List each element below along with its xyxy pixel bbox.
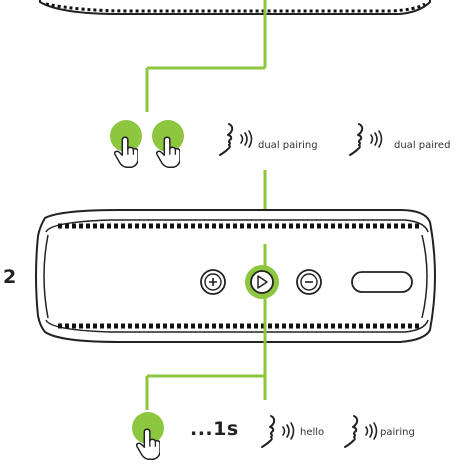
voice-prompt-icon <box>218 122 253 157</box>
press-circle-1 <box>110 120 142 152</box>
press-circle-2 <box>152 120 184 152</box>
usb-port-icon <box>351 271 413 293</box>
volume-plus-button[interactable] <box>200 269 226 295</box>
speaker-side-view <box>35 209 436 343</box>
speaker-top-body <box>39 0 431 15</box>
volume-minus-button[interactable] <box>296 269 322 295</box>
long-press-indicator <box>132 412 164 460</box>
prompt-pairing: pairing <box>380 427 415 438</box>
double-press-indicator <box>110 120 184 168</box>
prompt-dual-pairing: dual pairing <box>258 140 318 151</box>
play-pause-icon <box>257 275 268 289</box>
connector-bottom <box>145 374 265 410</box>
prompt-hello: hello <box>300 427 325 438</box>
step-number: 2 <box>3 266 17 288</box>
voice-prompt-icon <box>260 414 295 449</box>
grille-top-1 <box>45 2 426 13</box>
voice-prompt-icon <box>343 414 378 449</box>
press-circle <box>132 412 164 444</box>
usb-port <box>351 271 413 293</box>
play-pause-button[interactable] <box>245 265 279 299</box>
prompt-dual-paired: dual paired <box>394 140 451 151</box>
hold-duration: ...1s <box>190 418 239 440</box>
voice-prompt-icon <box>348 122 383 157</box>
volume-plus-icon <box>209 278 217 286</box>
